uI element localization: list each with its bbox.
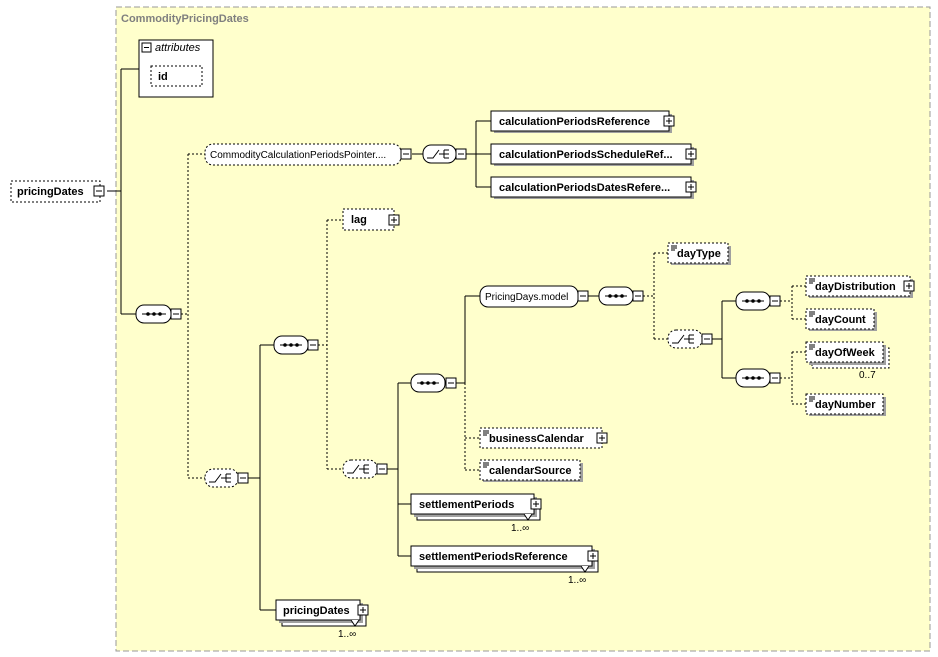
svg-text:calendarSource: calendarSource: [489, 465, 572, 477]
complex-type-title: CommodityPricingDates: [121, 13, 249, 25]
svg-text:calculationPeriodsScheduleRef.: calculationPeriodsScheduleRef...: [499, 149, 673, 161]
element-day-distribution[interactable]: dayDistribution: [805, 275, 915, 298]
settlement-periods-reference-occurrence: 1..∞: [568, 575, 586, 586]
element-settlement-periods[interactable]: settlementPeriods 1..∞: [410, 493, 542, 534]
sequence-compositor-day-type[interactable]: [598, 286, 644, 306]
attributes-group[interactable]: attributes id: [138, 39, 214, 98]
sequence-compositor-lag[interactable]: [273, 335, 319, 355]
element-day-type[interactable]: dayType: [667, 242, 731, 265]
svg-text:calculationPeriodsReference: calculationPeriodsReference: [499, 116, 650, 128]
sequence-compositor-pricing-days[interactable]: [410, 373, 457, 393]
element-lag[interactable]: lag: [342, 208, 400, 231]
svg-text:CommodityCalculationPeriodsPoi: CommodityCalculationPeriodsPointer....: [210, 150, 386, 161]
svg-text:dayCount: dayCount: [815, 314, 866, 326]
element-calculation-periods-schedule-reference[interactable]: calculationPeriodsScheduleRef...: [490, 143, 697, 166]
choice-compositor-pricing-days[interactable]: [342, 459, 388, 479]
svg-text:PricingDays.model: PricingDays.model: [485, 292, 568, 303]
element-calculation-periods-reference[interactable]: calculationPeriodsReference: [490, 110, 675, 133]
day-of-week-occurrence: 0..7: [859, 370, 876, 381]
svg-text:dayDistribution: dayDistribution: [815, 281, 896, 293]
svg-text:dayOfWeek: dayOfWeek: [815, 347, 876, 359]
element-day-number[interactable]: dayNumber: [805, 393, 886, 416]
svg-text:lag: lag: [351, 214, 367, 226]
svg-text:pricingDates: pricingDates: [17, 186, 84, 198]
svg-text:settlementPeriods: settlementPeriods: [419, 499, 514, 511]
svg-text:businessCalendar: businessCalendar: [489, 433, 584, 445]
sequence-compositor-day-of-week[interactable]: [735, 368, 781, 388]
element-day-of-week[interactable]: dayOfWeek 0..7: [805, 341, 890, 381]
element-day-count[interactable]: dayCount: [805, 308, 877, 331]
svg-text:dayType: dayType: [677, 248, 721, 260]
choice-compositor-main[interactable]: [204, 468, 249, 488]
svg-text:dayNumber: dayNumber: [815, 399, 876, 411]
group-pricing-days-model[interactable]: PricingDays.model: [479, 285, 589, 308]
element-pricing-dates-child[interactable]: pricingDates 1..∞: [275, 599, 369, 640]
element-settlement-periods-reference[interactable]: settlementPeriodsReference 1..∞: [410, 545, 599, 586]
svg-text:settlementPeriodsReference: settlementPeriodsReference: [419, 551, 568, 563]
pricing-dates-child-occurrence: 1..∞: [338, 629, 356, 640]
sequence-compositor-day-distribution[interactable]: [735, 291, 781, 311]
svg-text:pricingDates: pricingDates: [283, 605, 350, 617]
element-calculation-periods-dates-reference[interactable]: calculationPeriodsDatesRefere...: [490, 176, 697, 199]
choice-compositor-day-spec[interactable]: [667, 329, 713, 349]
element-business-calendar[interactable]: businessCalendar: [479, 427, 608, 449]
group-calculation-periods-pointer[interactable]: CommodityCalculationPeriodsPointer....: [204, 143, 412, 166]
connector-lines: [107, 68, 806, 611]
settlement-periods-occurrence: 1..∞: [511, 523, 529, 534]
choice-compositor-pointer[interactable]: [422, 144, 467, 164]
attribute-id[interactable]: [150, 65, 203, 87]
element-calendar-source[interactable]: calendarSource: [479, 459, 583, 482]
attributes-label: attributes: [155, 42, 201, 54]
sequence-compositor-main[interactable]: [135, 304, 182, 324]
attribute-id-label: id: [158, 71, 168, 83]
svg-text:calculationPeriodsDatesRefere.: calculationPeriodsDatesRefere...: [499, 182, 670, 194]
root-element-pricing-dates[interactable]: pricingDates: [10, 180, 105, 203]
